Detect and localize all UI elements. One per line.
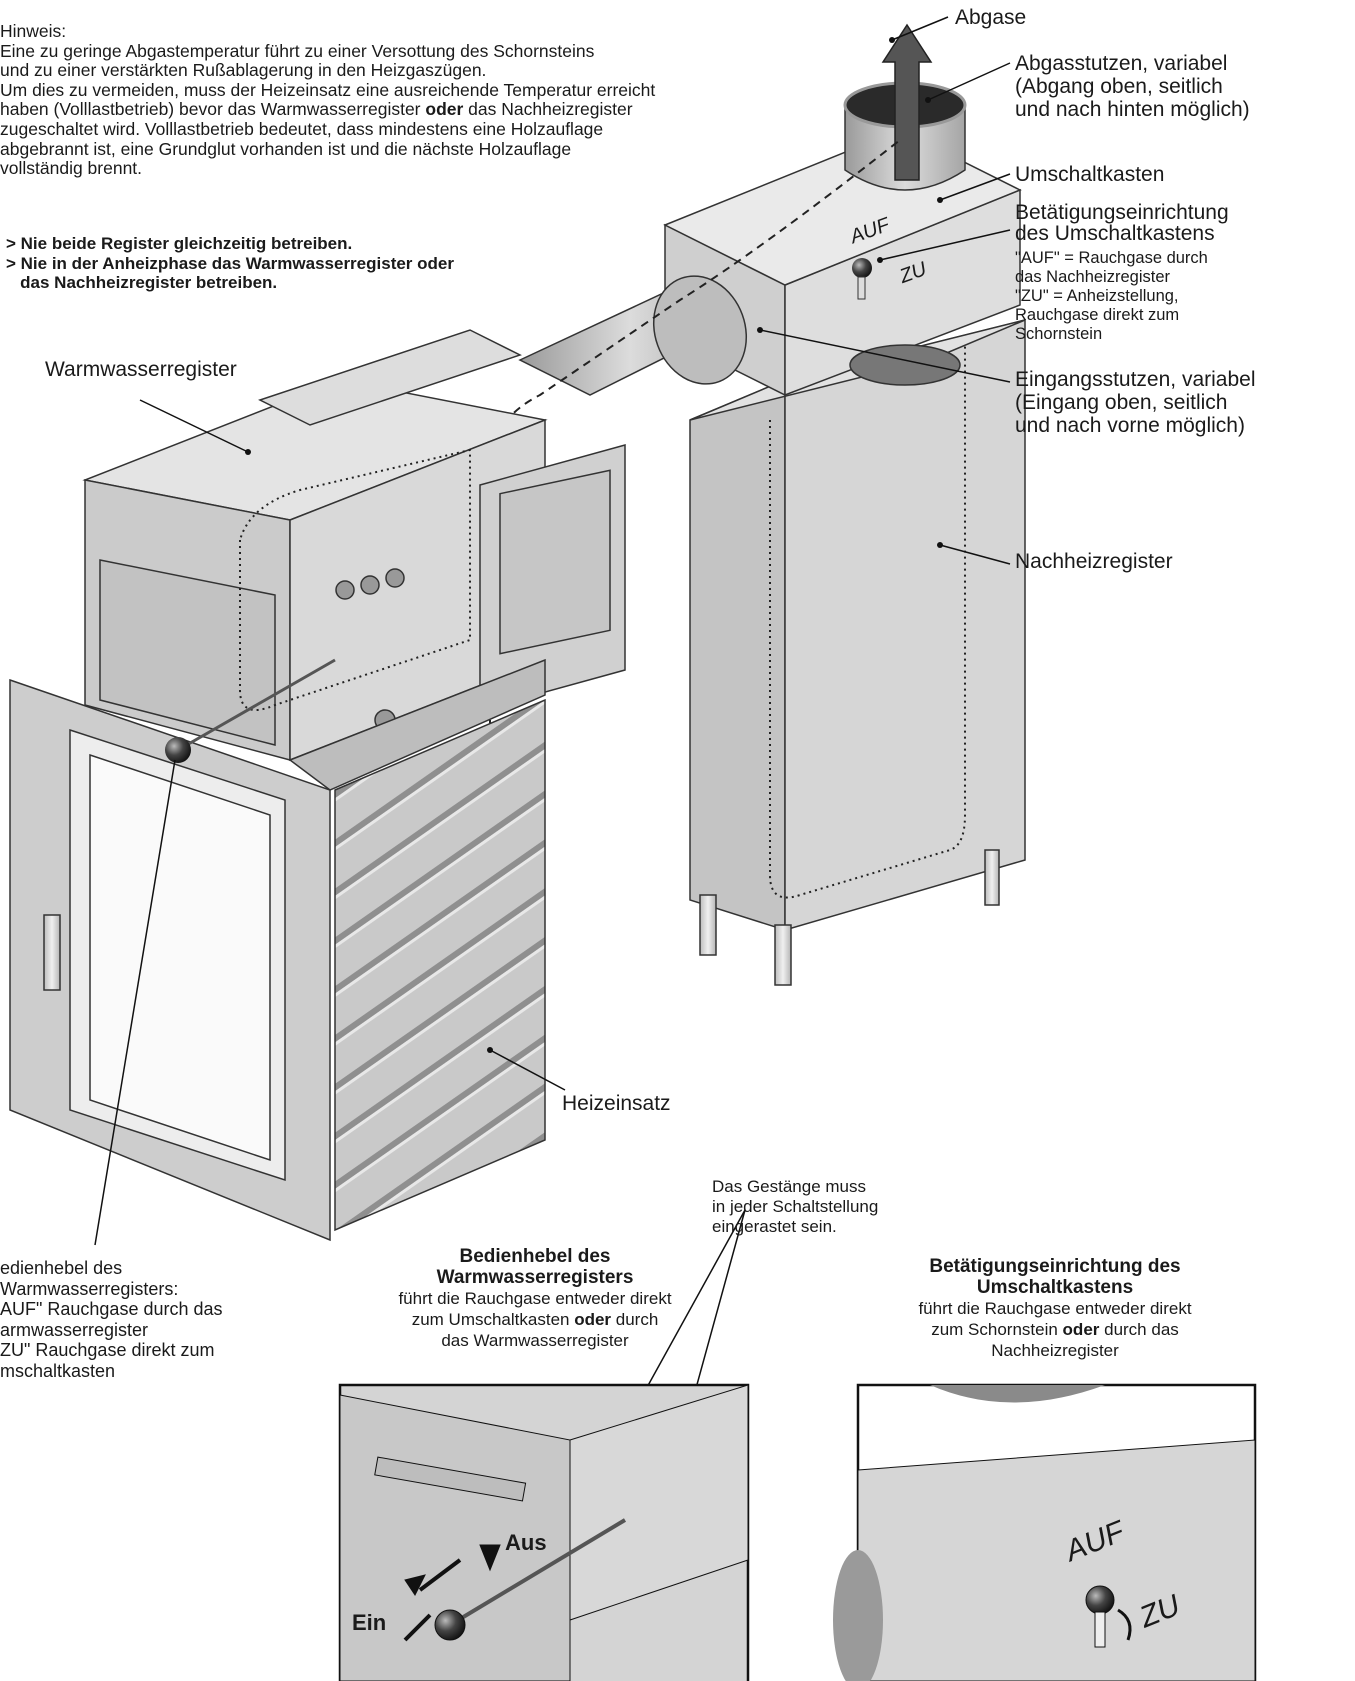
warmwasserregister-body xyxy=(82,329,626,762)
caption-left: Bedienhebel des Warmwasserregisters führ… xyxy=(360,1246,710,1351)
umschalt-lever-handle xyxy=(857,276,866,300)
note-heading: Hinweis: xyxy=(0,21,67,41)
warning-2: > Nie in der Anheizphase das Warmwasserr… xyxy=(6,253,454,293)
warning-1: > Nie beide Register gleichzeitig betrei… xyxy=(6,234,353,253)
label-nachheizregister: Nachheizregister xyxy=(1015,550,1173,573)
caption-left-bold: oder xyxy=(574,1310,612,1329)
label-abgasstutzen: Abgasstutzen, variabel (Abgang oben, sei… xyxy=(1015,52,1250,121)
label-bedienhebel: edienhebel des Warmwasserregisters: AUF"… xyxy=(0,1258,223,1381)
bedienhebel-rod xyxy=(177,658,336,752)
caption-left-line2a: zum Umschaltkasten xyxy=(411,1310,575,1329)
caption-right: Betätigungseinrichtung des Umschaltkaste… xyxy=(880,1256,1230,1361)
note-block: Hinweis: Eine zu geringe Abgastemperatur… xyxy=(0,21,780,179)
detail-label-ein: Ein xyxy=(352,1610,387,1635)
label-abgase: Abgase xyxy=(955,6,1027,29)
label-betaetigung-sub: "AUF" = Rauchgase durch das Nachheizregi… xyxy=(1015,249,1208,343)
label-eingangsstutzen: Eingangsstutzen, variabel (Eingang oben,… xyxy=(1015,368,1256,437)
label-heizeinsatz: Heizeinsatz xyxy=(562,1092,671,1115)
caption-right-line1: führt die Rauchgase entweder direkt xyxy=(918,1299,1192,1318)
caption-right-line2a: zum Schornstein xyxy=(931,1320,1063,1339)
caption-left-title: Bedienhebel des Warmwasserregisters xyxy=(436,1246,634,1288)
caption-left-line1: führt die Rauchgase entweder direkt xyxy=(398,1289,672,1308)
label-gestaenge: Das Gestänge muss in jeder Schaltstellun… xyxy=(712,1177,879,1236)
caption-right-bold: oder xyxy=(1062,1320,1100,1339)
flue-dashed-path xyxy=(489,139,901,910)
note-body-2: das Nachheizregister zugeschaltet wird. … xyxy=(0,99,633,179)
caption-left-line2b: durch xyxy=(611,1310,659,1329)
heizeinsatz-body xyxy=(9,658,546,1242)
abgase-arrow xyxy=(881,23,933,181)
umschalt-lever-ball xyxy=(852,258,872,278)
detail-label-aus: Aus xyxy=(505,1530,547,1555)
warmwasser-dotted-path xyxy=(239,448,471,711)
label-betaetigung-title: Betätigungseinrichtung des Umschaltkaste… xyxy=(1015,201,1229,245)
warning-block: > Nie beide Register gleichzeitig betrei… xyxy=(6,234,566,293)
nachheizregister-flue-path xyxy=(769,345,966,899)
detail-inset-left xyxy=(338,1383,750,1681)
note-body-1: Eine zu geringe Abgastemperatur führt zu… xyxy=(0,40,656,120)
caption-right-title: Betätigungseinrichtung des Umschaltkaste… xyxy=(929,1256,1181,1298)
detail-inset-right xyxy=(833,1383,1257,1681)
label-warmwasserregister: Warmwasserregister xyxy=(45,358,237,381)
caption-right-line2b: durch das xyxy=(1099,1320,1179,1339)
caption-left-line3: das Warmwasserregister xyxy=(441,1331,629,1350)
leader-lines xyxy=(94,16,1011,1411)
caption-right-line3: Nachheizregister xyxy=(991,1341,1119,1360)
label-umschaltkasten: Umschaltkasten xyxy=(1015,163,1165,186)
bedienhebel-ball xyxy=(165,737,191,763)
note-bold-word: oder xyxy=(425,99,464,120)
nachheizregister-body xyxy=(689,319,1026,986)
